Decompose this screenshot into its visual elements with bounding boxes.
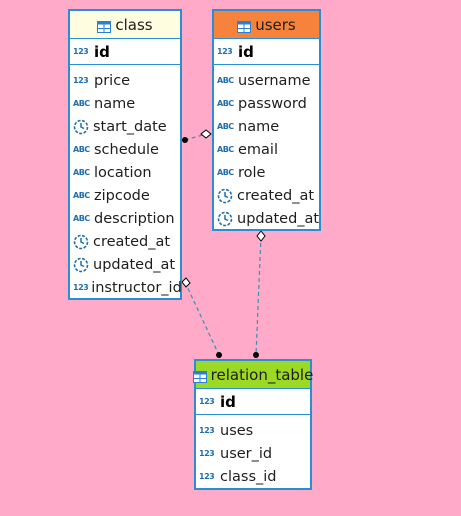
entity-users-header[interactable]: users [214,11,319,39]
numeric-type-icon: 123 [199,449,215,458]
column-row[interactable]: created_at [70,230,180,253]
column-name: name [238,118,280,135]
column-row[interactable]: 123 class_id [196,465,310,488]
column-name: description [94,210,175,227]
link-class-users [182,129,212,143]
column-row[interactable]: 123 uses [196,419,310,442]
numeric-type-icon: 123 [199,397,215,406]
column-name: price [94,72,131,89]
numeric-type-icon: 123 [199,472,215,481]
datetime-type-icon [217,211,233,227]
pk-name: id [94,42,110,61]
column-name: created_at [93,233,171,250]
column-row[interactable]: 123 user_id [196,442,310,465]
column-name: class_id [220,468,277,485]
column-row[interactable]: ABC role [214,161,319,184]
column-row[interactable]: ABC username [214,69,319,92]
table-icon [97,19,112,33]
pk-name: id [238,42,254,61]
entity-class-pk-row[interactable]: 123 id [70,39,180,65]
numeric-type-icon: 123 [73,283,89,292]
column-row[interactable]: ABC name [214,115,319,138]
column-row[interactable]: updated_at [214,207,319,230]
column-name: start_date [93,118,167,135]
column-name: uses [220,422,254,439]
entity-users-pk-row[interactable]: 123 id [214,39,319,65]
entity-relation-table-title: relation_table [210,365,314,384]
column-row[interactable]: created_at [214,184,319,207]
text-type-icon: ABC [73,191,90,200]
column-row[interactable]: ABC zipcode [70,184,180,207]
numeric-type-icon: 123 [73,76,89,85]
column-name: password [238,95,307,112]
table-icon [237,19,252,33]
text-type-icon: ABC [73,99,90,108]
text-type-icon: ABC [217,145,234,154]
entity-relation-table-header[interactable]: relation_table [192,361,313,389]
table-icon [192,369,207,383]
column-name: user_id [220,445,273,462]
link-class-relation [181,277,222,358]
column-name: location [94,164,152,181]
column-row[interactable]: updated_at [70,253,180,276]
column-row[interactable]: ABC email [214,138,319,161]
pk-name: id [220,392,236,411]
column-name: updated_at [93,256,176,273]
datetime-type-icon [73,234,89,250]
numeric-type-icon: 123 [73,47,89,56]
text-type-icon: ABC [217,99,234,108]
column-name: username [238,72,311,89]
datetime-type-icon [73,119,89,135]
datetime-type-icon [217,188,233,204]
column-row[interactable]: 123 price [70,69,180,92]
column-name: created_at [237,187,315,204]
link-users-relation [253,230,266,358]
numeric-type-icon: 123 [217,47,233,56]
entity-class-header[interactable]: class [70,11,180,39]
column-row[interactable]: start_date [70,115,180,138]
text-type-icon: ABC [73,145,90,154]
column-row[interactable]: ABC password [214,92,319,115]
entity-relation-table-columns: 123 uses 123 user_id 123 class_id [196,415,310,488]
column-name: updated_at [237,210,320,227]
column-name: name [94,95,136,112]
column-row[interactable]: ABC location [70,161,180,184]
column-row[interactable]: ABC description [70,207,180,230]
text-type-icon: ABC [73,214,90,223]
numeric-type-icon: 123 [199,426,215,435]
text-type-icon: ABC [73,168,90,177]
text-type-icon: ABC [217,76,234,85]
entity-class-title: class [115,15,153,34]
column-row[interactable]: ABC schedule [70,138,180,161]
column-row[interactable]: ABC name [70,92,180,115]
column-name: email [238,141,278,158]
entity-relation-table-pk-row[interactable]: 123 id [196,389,310,415]
column-name: instructor_id [91,279,182,296]
column-name: role [238,164,266,181]
column-name: zipcode [94,187,150,204]
column-name: schedule [94,141,159,158]
datetime-type-icon [73,257,89,273]
text-type-icon: ABC [217,122,234,131]
text-type-icon: ABC [217,168,234,177]
entity-users-title: users [255,15,296,34]
